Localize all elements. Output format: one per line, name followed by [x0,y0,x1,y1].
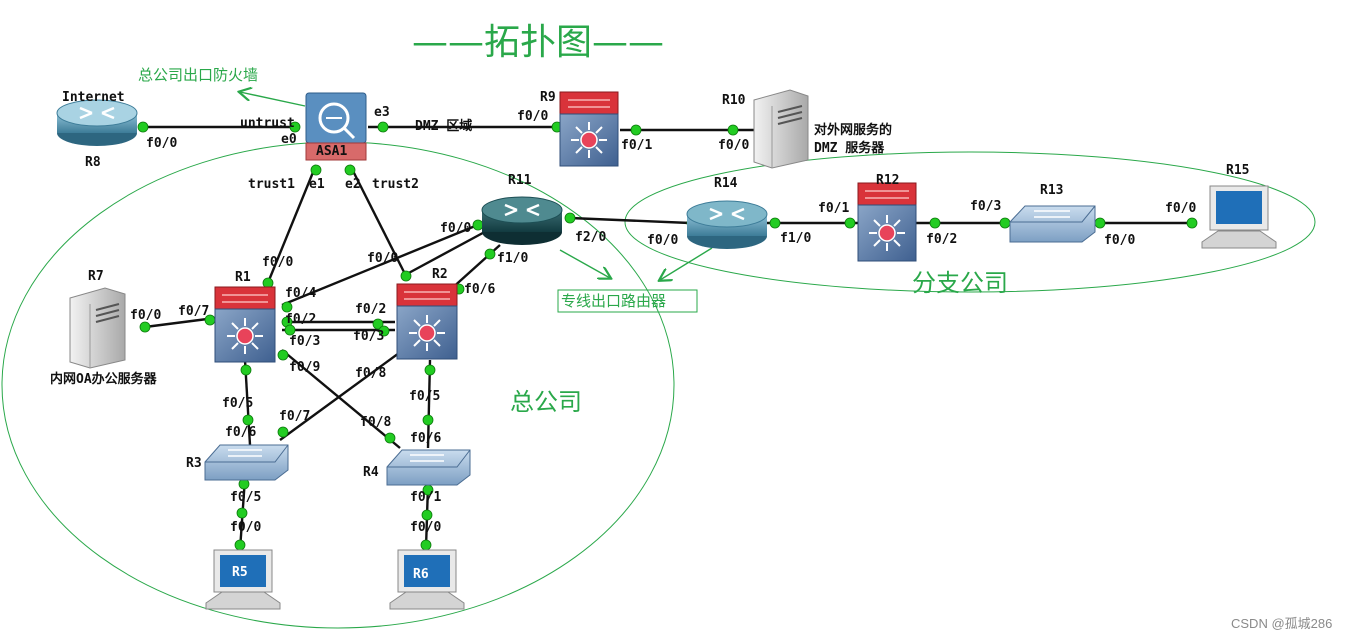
label-r12: R12 [876,173,899,188]
label-r10-desc-2: DMZ 服务器 [814,140,885,156]
port-r13-f03: f0/3 [970,199,1001,214]
label-r7: R7 [88,269,104,284]
port-r13-f00: f0/0 [1104,233,1135,248]
port-r2-f06: f0/6 [464,282,495,297]
note-router-arrow-right [660,247,713,280]
port-r11-f10: f1/0 [497,251,528,266]
l3switch-r9-icon[interactable] [559,91,619,167]
port-r14-f00: f0/0 [647,233,678,248]
l3switch-r12-icon[interactable] [857,182,917,262]
label-r5: R5 [232,565,248,580]
l3switch-r1-icon[interactable] [214,286,276,363]
pc-r5-icon[interactable] [205,549,281,610]
port-r1-f09: f0/9 [289,360,320,375]
branch-area-outline [624,151,1316,293]
port-r9-f01: f0/1 [621,138,652,153]
port-r2-f08: f0/8 [355,366,386,381]
port-r3-f05: f0/5 [230,490,261,505]
port-r11-f00: f0/0 [440,221,471,236]
port-r1-f07: f0/7 [178,304,209,319]
port-trust1: trust1 [248,177,295,192]
note-dedicated-router: 专线出口路由器 [561,292,666,310]
port-r1-f00: f0/0 [262,255,293,270]
router-r14-icon[interactable] [686,200,768,249]
label-r4: R4 [363,465,379,480]
label-r13: R13 [1040,183,1063,198]
port-r10-f00: f0/0 [718,138,749,153]
label-r10: R10 [722,93,746,108]
switch-r3-icon[interactable] [204,444,289,481]
pc-r6-icon[interactable] [389,549,465,610]
label-r14: R14 [714,176,738,191]
watermark: CSDN @孤城286 [1231,616,1332,631]
router-r11-icon[interactable] [481,196,563,245]
port-e0: e0 [281,132,297,147]
label-r2: R2 [432,267,448,282]
port-r8-f00: f0/0 [146,136,177,151]
label-r15: R15 [1226,163,1249,178]
port-r6-f00: f0/0 [410,520,441,535]
port-r15-f00: f0/0 [1165,201,1196,216]
area-label-hq: 总公司 [510,388,582,416]
port-r2-f03: f0/3 [353,329,384,344]
port-r14-f10: f1/0 [780,231,811,246]
port-r4-f06: f0/6 [410,431,441,446]
label-dmz-zone: DMZ 区域 [415,118,472,134]
port-r1-f05: f0/5 [222,396,253,411]
port-r2-f05: f0/5 [409,389,440,404]
port-r4-f08: f0/8 [360,415,391,430]
port-untrust: untrust [240,116,295,131]
port-e1: e1 [309,177,325,192]
label-r1: R1 [235,270,251,285]
note-firewall-arrow [240,92,306,107]
port-r2-f02: f0/2 [355,302,386,317]
port-r7-f00: f0/0 [130,308,161,323]
port-r3-f06: f0/6 [225,425,256,440]
links [140,125,1195,551]
port-r1-f03: f0/3 [289,334,320,349]
label-r6: R6 [413,567,429,582]
diagram-title: ——拓扑图—— [412,22,664,63]
port-r5-f00: f0/0 [230,520,261,535]
note-router-arrow-left [559,249,610,278]
note-router-box [557,289,698,313]
label-r11: R11 [508,173,532,188]
label-internet: Internet [62,90,125,105]
switch-r13-icon[interactable] [1009,205,1096,243]
port-r12-f02: f0/2 [926,232,957,247]
label-asa1: ASA1 [316,144,347,159]
label-r3: R3 [186,456,202,471]
port-e3: e3 [374,105,390,120]
l3switch-r2-icon[interactable] [396,283,458,360]
pc-r15-icon[interactable] [1201,185,1277,249]
port-r11-f20: f2/0 [575,230,606,245]
port-trust2: trust2 [372,177,419,192]
note-firewall: 总公司出口防火墙 [138,66,258,84]
port-e2: e2 [345,177,361,192]
switch-r4-icon[interactable] [386,449,471,486]
server-r7-icon[interactable] [69,287,126,369]
port-r2-f00: f0/0 [367,251,398,266]
server-r10-icon[interactable] [753,89,809,169]
area-label-branch: 分支公司 [912,269,1008,297]
label-r8: R8 [85,155,101,170]
port-r1-f02: f0/2 [285,312,316,327]
router-r8-icon[interactable] [56,99,138,146]
port-r9-f00: f0/0 [517,109,548,124]
port-r1-f04: f0/4 [285,286,316,301]
firewall-asa1-icon[interactable] [305,92,367,161]
label-r9: R9 [540,90,556,105]
port-r3-f07: f0/7 [279,409,310,424]
label-r10-desc-1: 对外网服务的 [814,122,892,138]
label-r7-desc: 内网OA办公服务器 [50,371,158,387]
port-r4-f01: f0/1 [410,490,441,505]
port-r12-f01: f0/1 [818,201,849,216]
